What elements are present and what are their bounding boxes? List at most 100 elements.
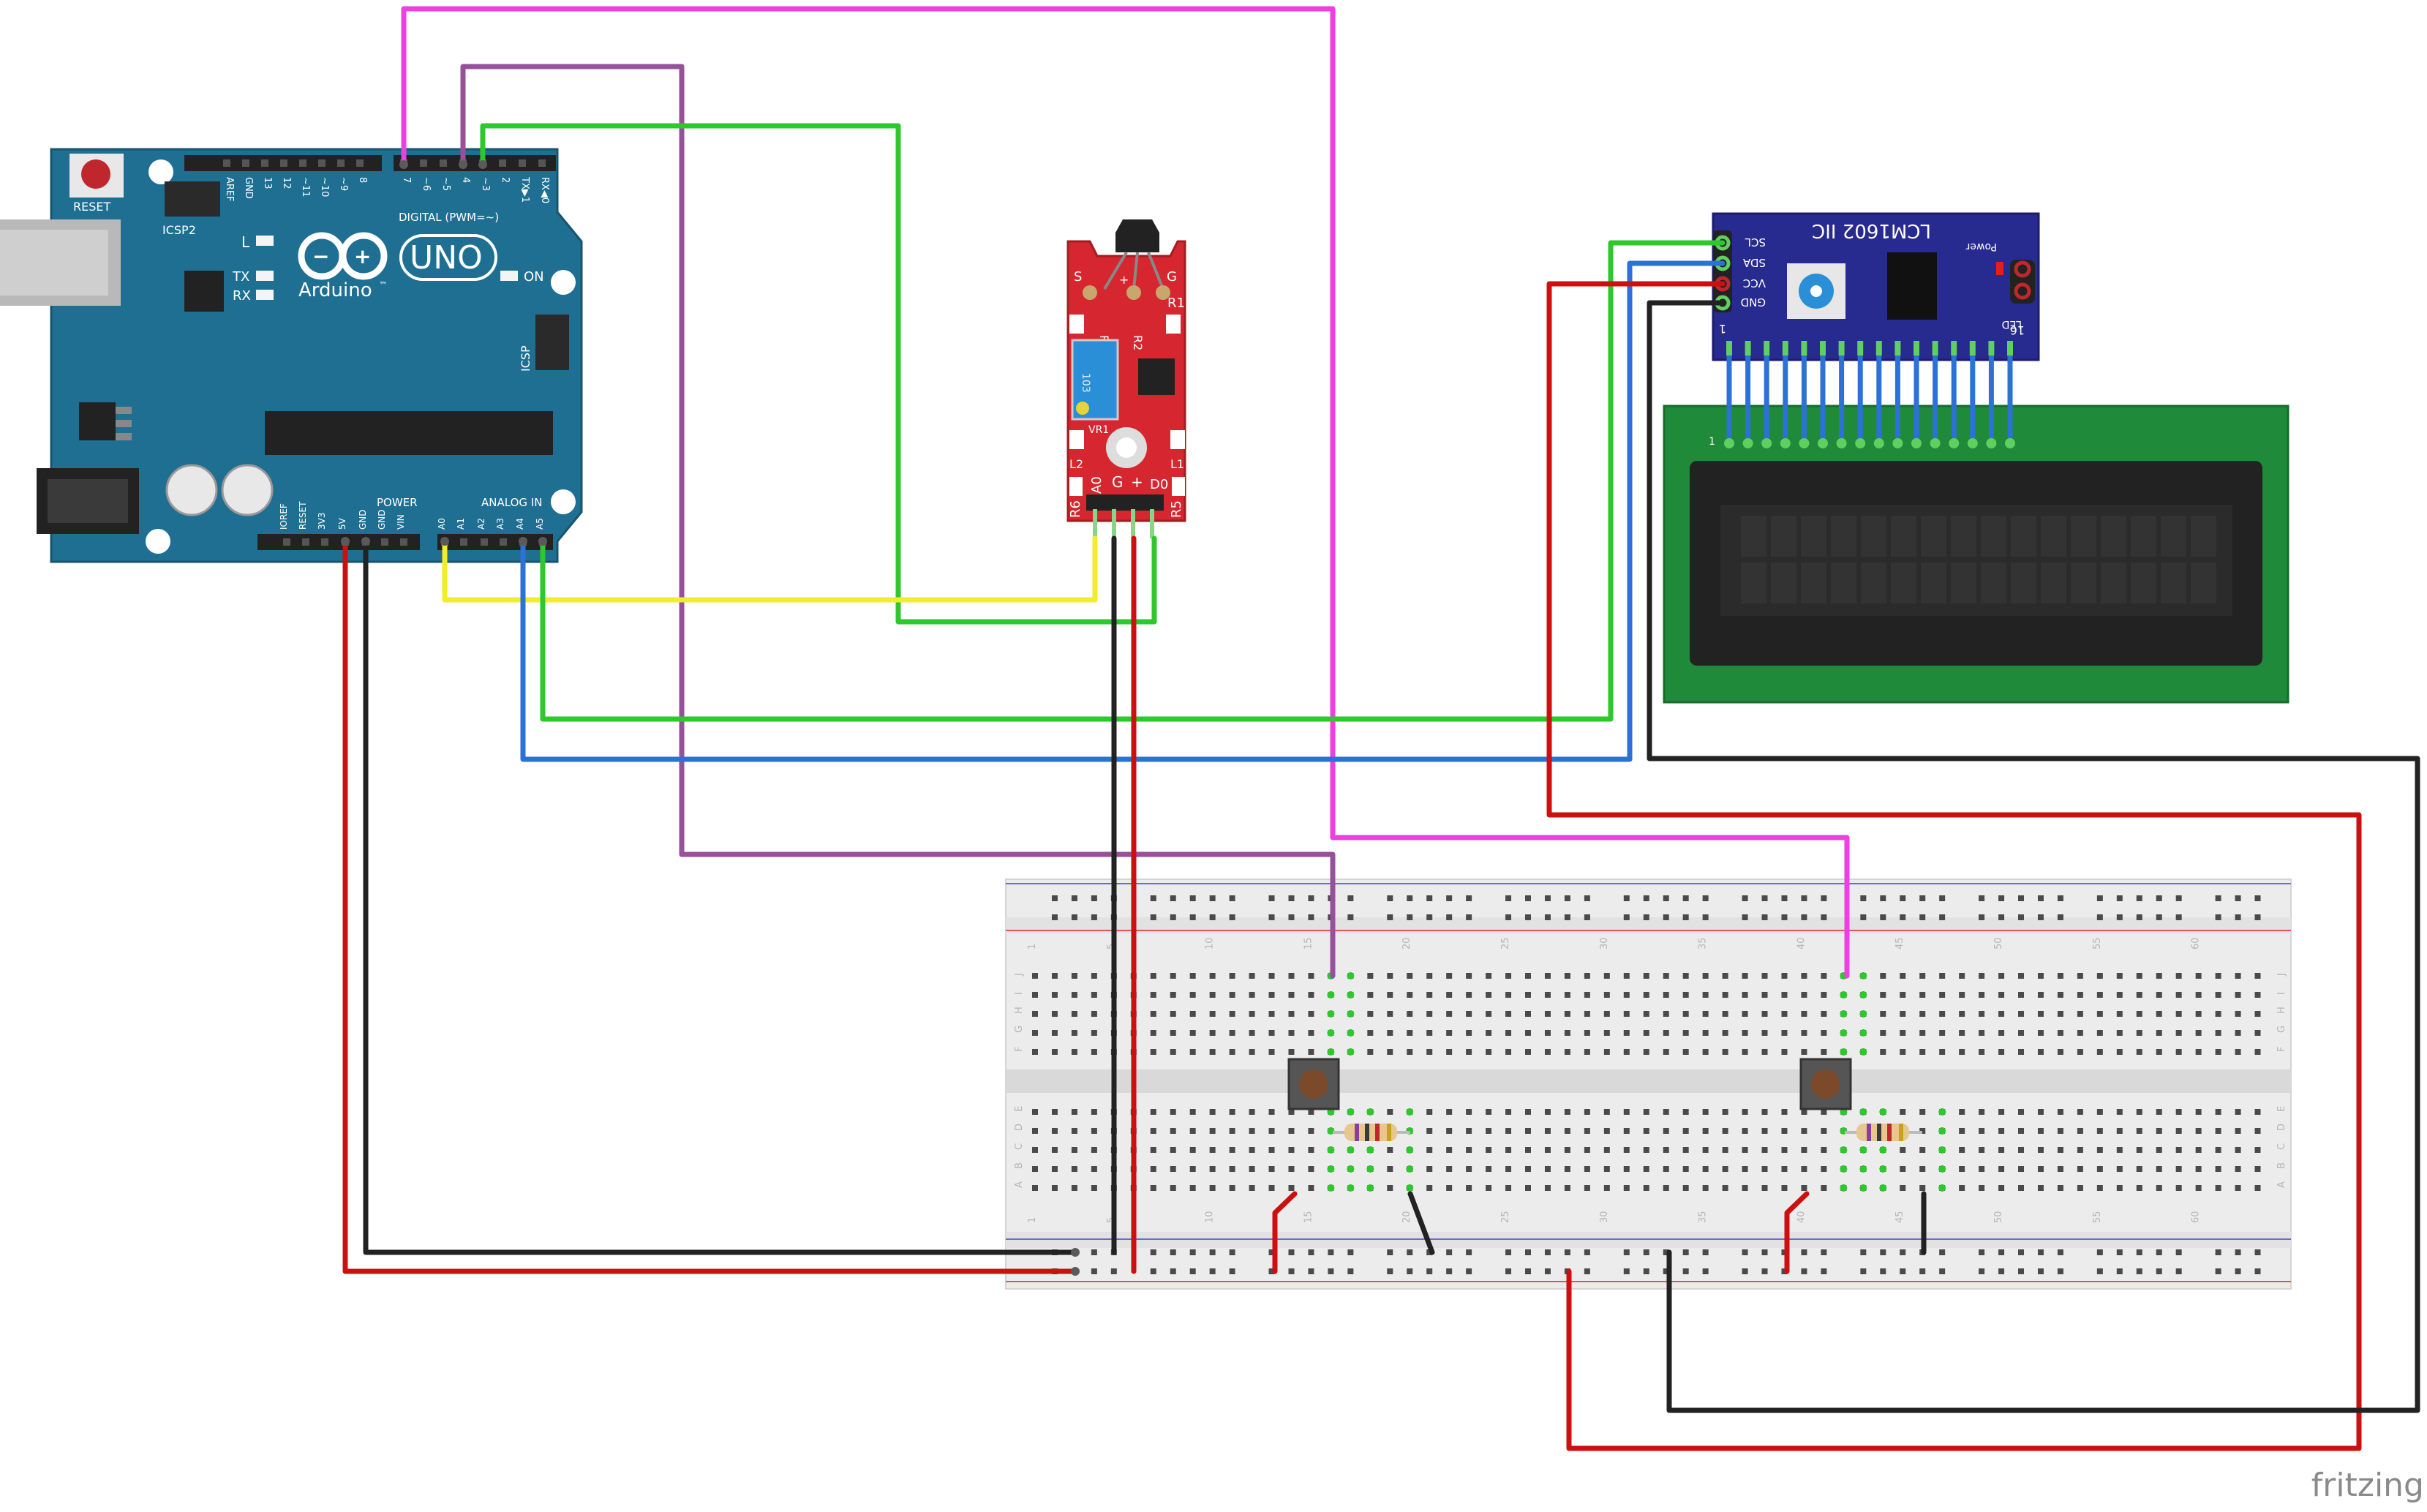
breadboard-hole [1051,1128,1058,1134]
breadboard-hole [1407,992,1413,998]
rail-hole [1229,895,1235,901]
rail-hole [2254,1268,2261,1274]
rail-hole [1347,895,1354,901]
breadboard-hole [1821,1109,1827,1115]
rail-hole [1584,914,1590,920]
breadboard-hole [1525,992,1531,998]
digital-pin-label: AREF [224,177,235,202]
digital-pin-label: RX◀0 [539,177,550,203]
breadboard-hole [1426,973,1433,979]
rail-hole [1742,1249,1748,1255]
breadboard-hole [1189,973,1196,979]
rail-hole [1170,895,1176,901]
sensor-r5-label: R5 [1169,500,1184,518]
breadboard-hole [1170,1011,1176,1017]
rail-hole [2156,1249,2162,1255]
breadboard-hole [1189,1147,1196,1153]
rail-hole [1742,914,1748,920]
breadboard-hole [2175,1109,2182,1115]
lcd-char-cell [1981,516,2006,557]
breadboard-hole [1525,1109,1531,1115]
connected-hole [1859,1146,1867,1154]
breadboard-hole [2136,1128,2142,1134]
column-number: 5 [1106,944,1117,949]
breadboard-hole [2116,1049,2123,1055]
connected-hole [1406,1184,1414,1192]
breadboard-hole [1071,1109,1077,1115]
rail-hole [1446,1249,1453,1255]
breadboard-hole [1702,1109,1709,1115]
breadboard-hole [1189,1030,1196,1036]
breadboard-hole [2156,1109,2162,1115]
breadboard-hole [1761,1185,1768,1191]
rail-hole [1446,1268,1453,1274]
breadboard-hole [1387,973,1393,979]
rail-hole [1150,914,1156,920]
breadboard-hole [1761,1147,1768,1153]
breadboard-hole [1682,1030,1689,1036]
breadboard-hole [1229,1147,1235,1153]
breadboard-hole [1051,992,1058,998]
breadboard-hole [1051,1109,1058,1115]
breadboard-hole [1091,1030,1097,1036]
breadboard-hole [1170,1049,1176,1055]
svg-text:−: − [312,244,329,268]
breadboard-hole [1742,1166,1748,1172]
i2c-pin [1838,341,1845,356]
column-number: 55 [2092,1211,2103,1223]
row-letter: A [2276,1181,2287,1188]
rail-hole [1150,895,1156,901]
breadboard-hole [1781,1011,1788,1017]
breadboard-hole [2018,1030,2024,1036]
sensor-s-label: S [1074,269,1082,285]
breadboard-hole [1466,1011,1472,1017]
rail-hole [2018,914,2024,920]
breadboard-hole [1387,1185,1393,1191]
breadboard-hole [1603,1128,1610,1134]
rail-hole [1407,895,1413,901]
breadboard-hole [1919,973,1926,979]
breadboard-hole [2116,1128,2123,1134]
rail-hole [2254,1249,2261,1255]
breadboard-hole [1505,1109,1512,1115]
connected-hole [1859,1165,1867,1173]
breadboard-hole [1722,1166,1728,1172]
breadboard-hole [1505,1030,1512,1036]
breadboard: 1155101015152020252530303535404045455050… [1005,879,2292,1290]
breadboard-hole [1525,973,1531,979]
lcd-char-cell [2131,516,2156,557]
breadboard-hole [1821,1049,1827,1055]
breadboard-hole [2235,992,2241,998]
breadboard-hole [1939,1011,1946,1017]
resistor-2 [1845,1124,1922,1141]
breadboard-hole [1466,1185,1472,1191]
rail-hole [1860,895,1867,901]
breadboard-hole [1288,1049,1295,1055]
breadboard-hole [1998,1128,2005,1134]
comparator-chip [1138,358,1175,395]
breadboard-hole [2156,1011,2162,1017]
rail-hole [1189,914,1196,920]
rail-hole [1742,895,1748,901]
breadboard-hole [1229,1011,1235,1017]
rail-hole [1505,914,1512,920]
row-letter: E [2276,1106,2287,1112]
lcd-char-cell [2041,516,2066,557]
power-pin-label: 3V3 [317,513,327,530]
rail-hole [1564,1249,1570,1255]
breadboard-hole [1623,992,1630,998]
breadboard-hole [1091,992,1097,998]
i2c-pin [1932,341,1938,356]
lcd-char-cell [1921,516,1946,557]
breadboard-hole [1446,1128,1453,1134]
connected-hole [1859,1029,1867,1037]
lcd-char-cell [2071,563,2096,603]
breadboard-hole [1544,1166,1551,1172]
rail-hole [1308,1268,1314,1274]
breadboard-hole [2077,1166,2083,1172]
push-button-1 [1287,1058,1340,1110]
wire-green-a5-to-scl [540,240,1726,722]
breadboard-hole [1643,1030,1649,1036]
breadboard-hole [2156,1128,2162,1134]
rail-hole [1682,895,1689,901]
